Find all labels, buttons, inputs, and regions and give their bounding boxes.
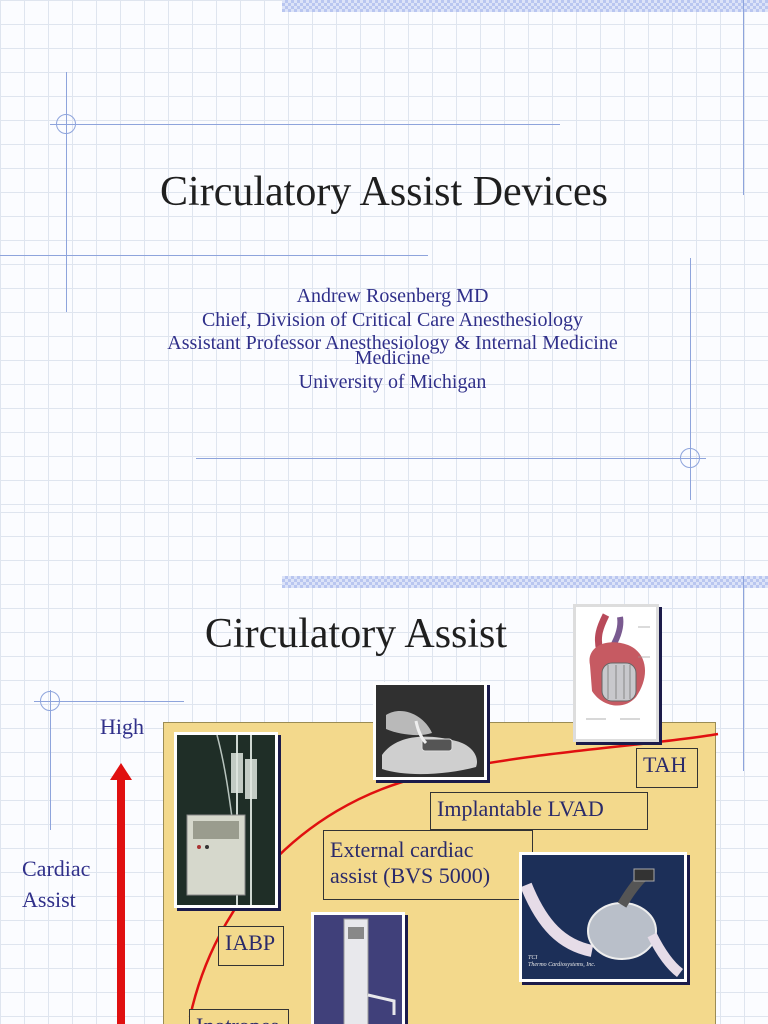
crosshair-circle-icon <box>56 114 76 134</box>
label-external-cardiac-assist: External cardiac assist (BVS 5000) <box>323 830 533 900</box>
label-external-line1: External cardiac <box>330 837 474 862</box>
content-slide: Circulatory Assist High Cardiac Assist T… <box>0 512 768 1024</box>
decorative-line <box>66 72 67 312</box>
decorative-line <box>50 690 51 830</box>
crosshair-circle-icon <box>40 691 60 711</box>
pump-photo-icon <box>522 855 684 979</box>
author-position-cont: Medicine <box>354 347 431 369</box>
label-iabp: IABP <box>218 926 284 966</box>
label-external-line2: assist (BVS 5000) <box>330 863 491 888</box>
author-role: Chief, Division of Critical Care Anesthe… <box>201 309 584 331</box>
crosshair-circle-icon <box>680 448 700 468</box>
iabp-photo-icon <box>314 915 402 1024</box>
axis-high-label: High <box>100 714 144 739</box>
slide-subtitle: Andrew Rosenberg MD Chief, Division of C… <box>120 284 665 394</box>
iabp-console-image <box>311 912 405 1024</box>
decorative-line <box>196 458 706 459</box>
hand-device-image <box>373 682 487 780</box>
pump-image: TCI Thermo Cardiosystems, Inc. <box>519 852 687 982</box>
label-implantable-lvad: Implantable LVAD <box>430 792 648 830</box>
author-position: Assistant Professor Anesthesiology & Int… <box>167 332 618 354</box>
decorative-line <box>0 255 428 256</box>
slide-title: Circulatory Assist <box>204 611 508 657</box>
decorative-line <box>690 258 691 500</box>
console-photo-icon <box>177 735 275 905</box>
axis-label-line1: Cardiac <box>22 856 91 881</box>
decorative-line <box>743 576 744 771</box>
label-bottom-partial: Inotropes <box>189 1009 289 1024</box>
slide-title: Circulatory Assist Devices <box>160 169 608 215</box>
author-institution: University of Michigan <box>298 371 487 393</box>
decorative-checker-band <box>282 576 768 588</box>
decorative-line <box>34 701 184 702</box>
pump-caption-maker: Thermo Cardiosystems, Inc. <box>528 962 596 968</box>
console-image <box>174 732 278 908</box>
decorative-line <box>743 0 744 195</box>
heart-illustration-icon <box>586 613 650 720</box>
pump-caption-brand: TCI <box>528 955 538 961</box>
axis-label-line2: Assist <box>22 887 76 912</box>
hand-photo-icon <box>376 685 484 777</box>
up-arrow-icon <box>110 763 132 1024</box>
heart-device-image <box>573 604 659 742</box>
decorative-line <box>50 124 560 125</box>
pump-caption: TCI Thermo Cardiosystems, Inc. <box>528 955 595 969</box>
title-slide: Circulatory Assist Devices Andrew Rosenb… <box>0 0 768 512</box>
decorative-checker-band <box>282 0 768 12</box>
author-name: Andrew Rosenberg MD <box>296 285 489 307</box>
label-tah: TAH <box>636 748 698 788</box>
